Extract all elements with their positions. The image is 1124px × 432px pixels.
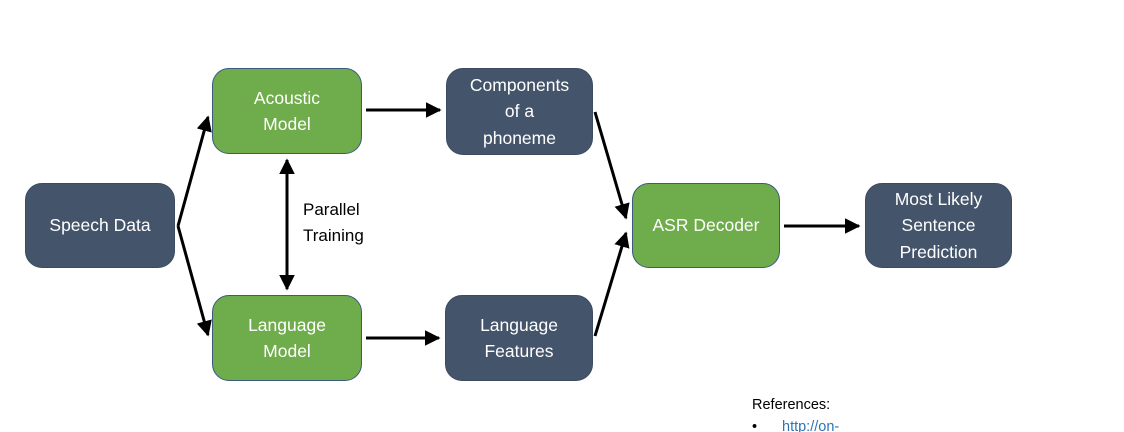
node-acoustic-model: Acoustic Model (212, 68, 362, 154)
node-speech-data: Speech Data (25, 183, 175, 268)
arrow-speech-to-language-model (176, 225, 212, 337)
arrow-features-to-decoder (593, 231, 630, 337)
node-components-of-phoneme: Components of a phoneme (446, 68, 593, 155)
bullet-icon: • (752, 419, 758, 432)
node-language-features-label: Language Features (480, 314, 558, 361)
node-asr-decoder: ASR Decoder (632, 183, 780, 268)
arrow-speech-to-acoustic (176, 115, 212, 227)
node-language-features: Language Features (445, 295, 593, 381)
arrow-components-to-decoder (593, 111, 630, 220)
node-speech-data-label: Speech Data (49, 215, 151, 236)
node-sentence-prediction-label: Most Likely Sentence Prediction (894, 189, 983, 262)
node-acoustic-model-label: Acoustic Model (253, 87, 321, 134)
references-heading: References: (752, 397, 831, 413)
node-asr-decoder-label: ASR Decoder (652, 215, 760, 236)
reference-list-item: • http://on- (752, 417, 839, 432)
reference-link[interactable]: http://on- (782, 419, 840, 432)
node-components-of-phoneme-label: Components of a phoneme (469, 75, 570, 148)
node-language-model: Language Model (212, 295, 362, 381)
parallel-training-annotation: Parallel Training (303, 200, 364, 245)
node-language-model-label: Language Model (248, 314, 326, 361)
references-block: References: • http://on- (752, 395, 839, 432)
node-sentence-prediction: Most Likely Sentence Prediction (865, 183, 1012, 268)
